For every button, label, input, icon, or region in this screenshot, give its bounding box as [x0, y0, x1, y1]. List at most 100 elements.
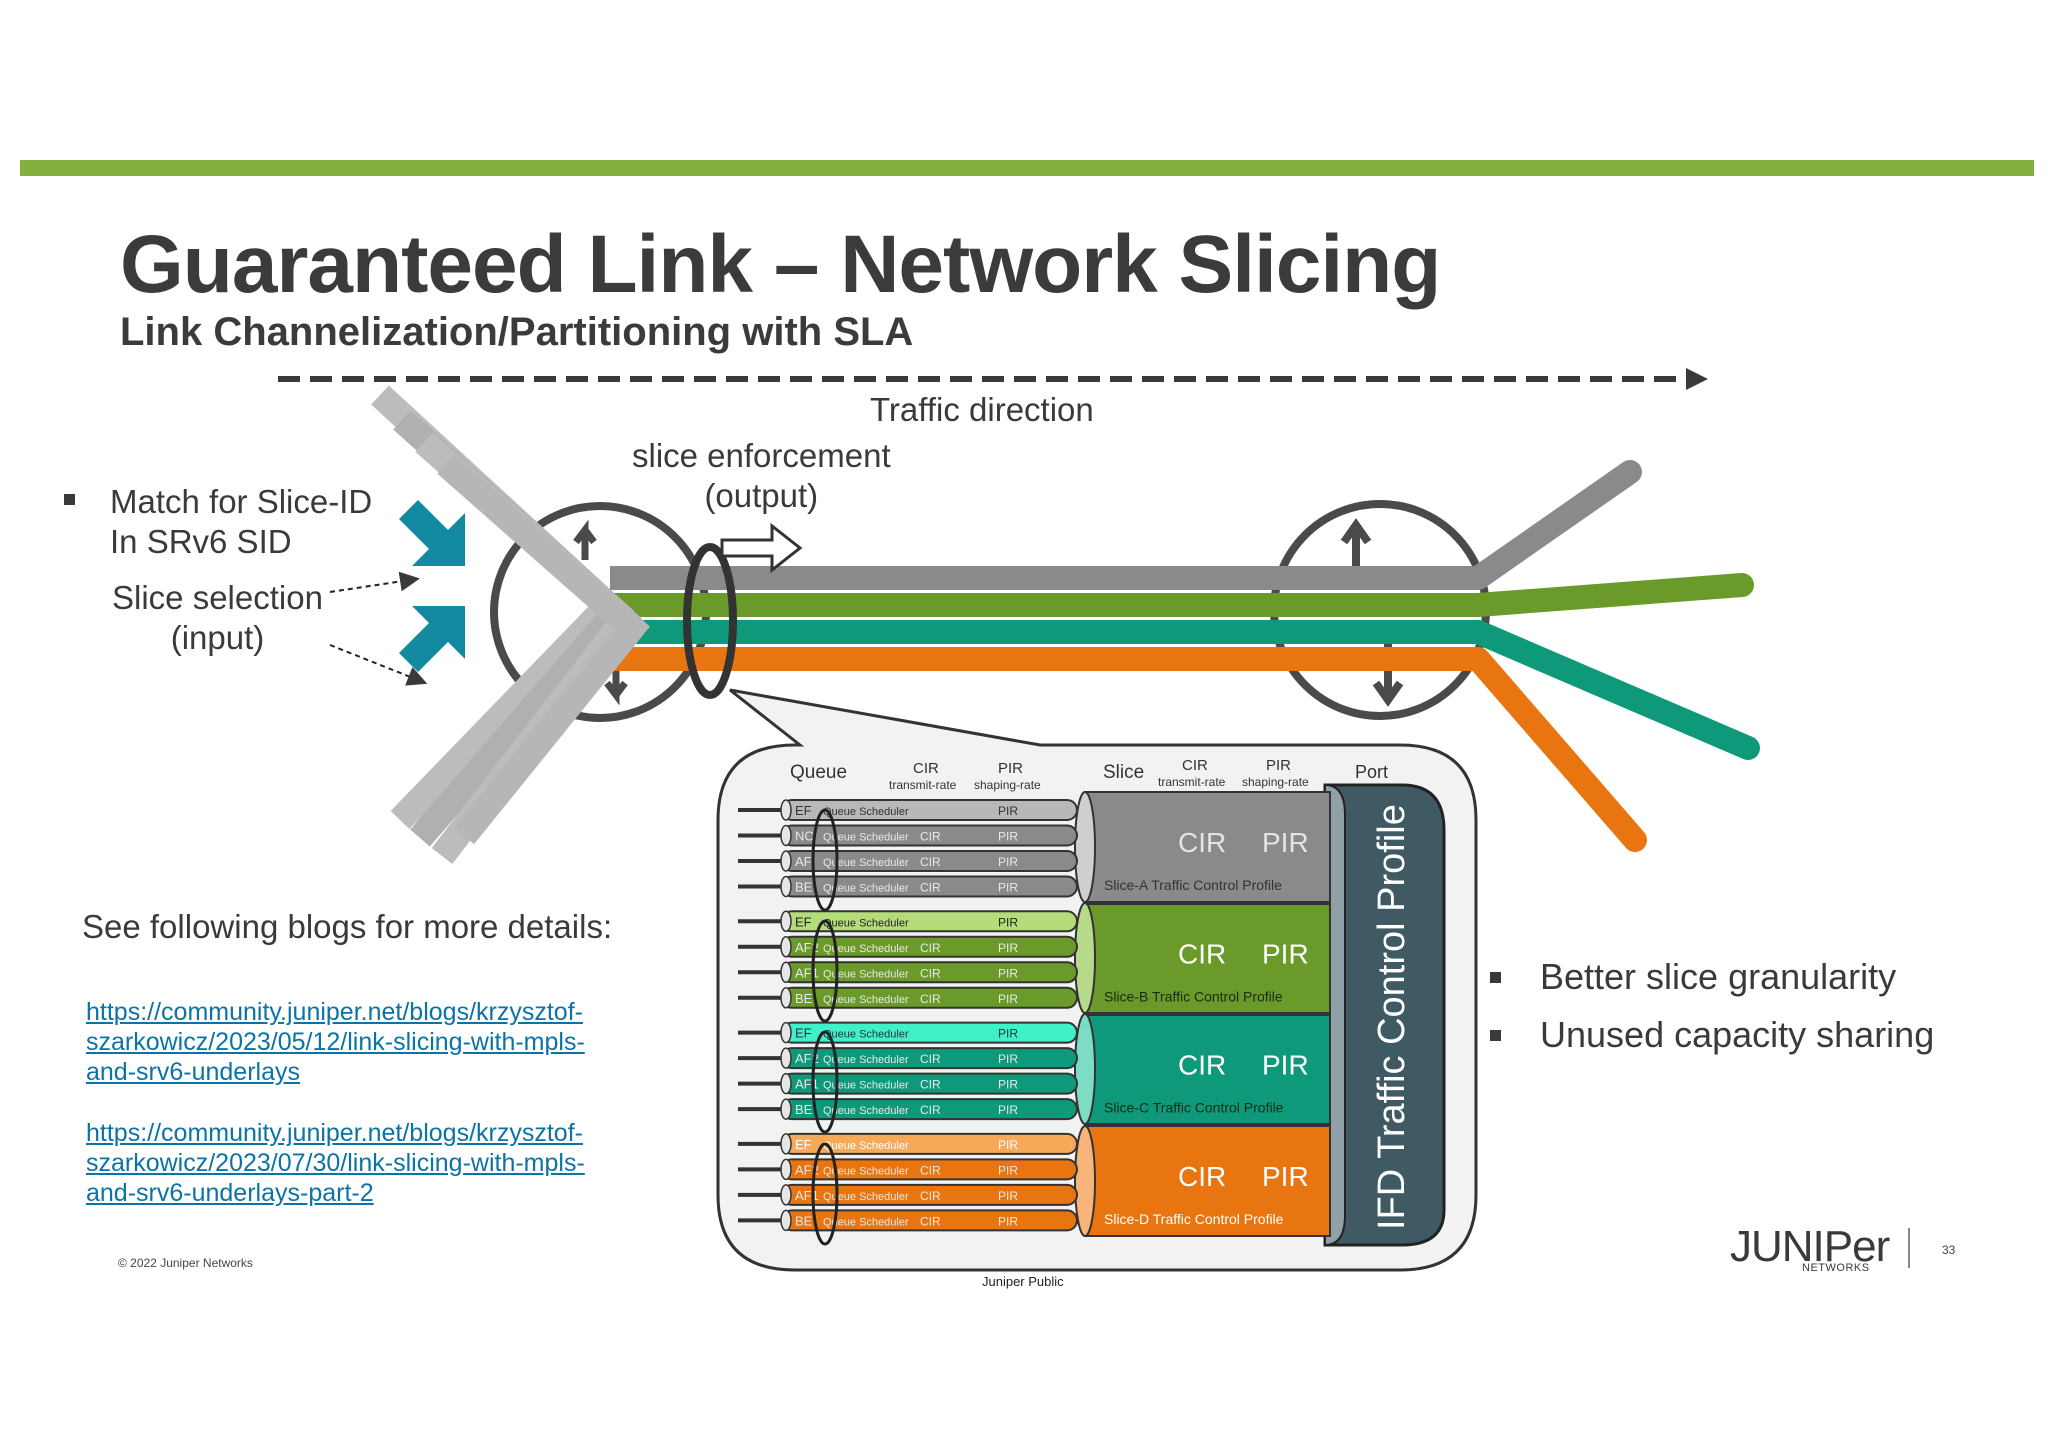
slice-pipes [610, 460, 1760, 852]
slice-selection-label: Slice selection (input) [112, 578, 323, 658]
bullet-icon [1490, 1030, 1501, 1041]
queue-pir: PIR [998, 992, 1018, 1006]
enforcement-ring [683, 543, 737, 699]
blog-link-1-line-2: szarkowicz/2023/05/12/link-slicing-with-… [86, 1028, 585, 1056]
slice-name: Slice-A Traffic Control Profile [1104, 877, 1282, 893]
queue-name: EF [795, 1137, 812, 1152]
slice-name: Slice-C Traffic Control Profile [1104, 1100, 1284, 1116]
blogs-heading: See following blogs for more details: [82, 908, 613, 945]
bullet-icon [64, 494, 75, 505]
queue-cir: CIR [920, 966, 941, 980]
port-label: IFD Traffic Control Profile [1371, 804, 1413, 1230]
slice-name: Slice-B Traffic Control Profile [1104, 988, 1283, 1004]
queue-pir: PIR [998, 881, 1018, 895]
queue-tube-end [780, 1072, 792, 1095]
input-fiber-bundle [371, 385, 650, 864]
queue-tube-end [780, 850, 792, 872]
blog-link-2-line-2: szarkowicz/2023/07/30/link-slicing-with-… [86, 1149, 585, 1177]
queue-scheduler: Queue Scheduler [823, 1216, 909, 1228]
bullet-icon [1490, 972, 1501, 983]
queue-name: BE [795, 880, 813, 895]
queue-tube-end [780, 987, 792, 1009]
queue-pir: PIR [998, 830, 1018, 844]
queue-cir: CIR [920, 1163, 941, 1177]
header-port: Port [1355, 762, 1388, 782]
queue-name: AF1 [795, 1188, 819, 1203]
queue-scheduler: Queue Scheduler [823, 917, 909, 929]
queue-tube-end [780, 1047, 792, 1069]
queue-pir: PIR [998, 1214, 1018, 1228]
slice-pir: PIR [1262, 827, 1309, 858]
queue-name: EF [795, 914, 812, 929]
header-slice: Slice [1103, 762, 1144, 783]
slice-pir: PIR [1262, 1050, 1309, 1081]
queue-row: BE Queue Scheduler CIR PIR [738, 1098, 1078, 1121]
page-title: Guaranteed Link – Network Slicing [120, 219, 1441, 310]
slice-pir: PIR [1262, 1161, 1309, 1192]
blog-link-2[interactable]: https://community.juniper.net/blogs/krzy… [86, 1118, 585, 1208]
queue-pir: PIR [998, 941, 1018, 955]
queue-tube-end [780, 875, 792, 898]
blog-link-1-line-3: and-srv6-underlays [86, 1058, 300, 1086]
queue-name: AF [795, 854, 812, 869]
slice-selection-line-1: Slice selection [112, 579, 323, 616]
slice-selection-pointer [329, 571, 420, 593]
queue-scheduler: Queue Scheduler [823, 1054, 909, 1066]
slice-name: Slice-D Traffic Control Profile [1104, 1211, 1284, 1227]
juniper-logo-sub: NETWORKS [1802, 1262, 1870, 1274]
queue-pir: PIR [998, 1103, 1018, 1117]
queue-scheduler: Queue Scheduler [823, 1029, 909, 1041]
queue-tube-end [780, 961, 792, 984]
classification-label: Juniper Public [982, 1274, 1064, 1289]
queue-pir: PIR [998, 1189, 1018, 1203]
queue-tube-end [780, 1021, 792, 1044]
slice-b-block [1074, 902, 1331, 1014]
queue-tube-end [780, 1209, 792, 1232]
queue-name: AF1 [795, 1077, 819, 1092]
queue-scheduler: Queue Scheduler [823, 943, 909, 955]
match-line-2: In SRv6 SID [110, 523, 292, 560]
queue-tube-end [780, 910, 792, 933]
queue-tube-end [780, 936, 792, 958]
queue-cir: CIR [920, 941, 941, 955]
queue-pir: PIR [998, 1138, 1018, 1152]
queue-bracket [811, 919, 839, 1023]
slice-selection-line-2: (input) [170, 619, 265, 656]
queue-bracket [811, 1030, 839, 1134]
blog-link-1-line-1: https://community.juniper.net/blogs/krzy… [86, 998, 583, 1026]
header-slice-cir-sub: transmit-rate [1158, 775, 1226, 789]
queue-cir: CIR [920, 855, 941, 869]
output-arrow-icon [720, 522, 803, 574]
queue-name: EF [795, 803, 812, 818]
slice-cir: CIR [1178, 1050, 1226, 1081]
benefit-text: Unused capacity sharing [1540, 1014, 1935, 1055]
queue-scheduler: Queue Scheduler [823, 857, 909, 869]
queue-scheduler: Queue Scheduler [823, 1165, 909, 1177]
queue-pir: PIR [998, 1163, 1018, 1177]
queue-bracket [811, 808, 839, 912]
queue-cir: CIR [920, 1052, 941, 1066]
header-queue-pir-sub: shaping-rate [974, 778, 1041, 792]
traffic-direction-label: Traffic direction [870, 391, 1094, 428]
page-subtitle: Link Channelization/Partitioning with SL… [120, 310, 914, 354]
blog-link-1[interactable]: https://community.juniper.net/blogs/krzy… [86, 997, 585, 1087]
queue-tube-end [780, 1098, 792, 1120]
queue-name: BE [795, 1102, 813, 1117]
queue-scheduler: Queue Scheduler [823, 1105, 909, 1117]
queue-cir: CIR [920, 1103, 941, 1117]
traffic-direction-arrow [278, 368, 1708, 390]
slice-cir: CIR [1178, 1161, 1226, 1192]
header-queue-cir: CIR [913, 760, 939, 777]
queue-scheduler: Queue Scheduler [823, 883, 909, 895]
queue-tube-end [780, 1158, 792, 1181]
queue-cir: CIR [920, 830, 941, 844]
